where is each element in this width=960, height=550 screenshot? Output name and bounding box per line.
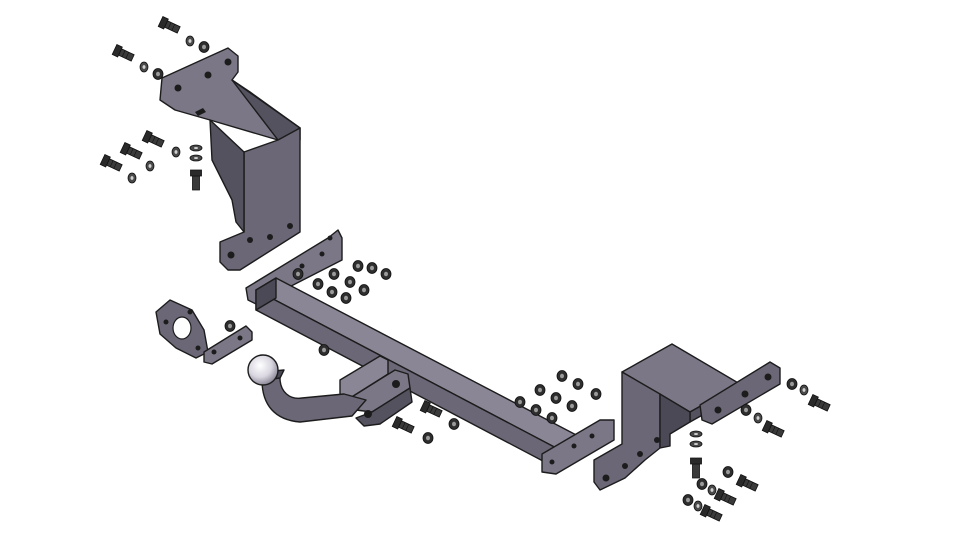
washer-icon: [189, 154, 203, 162]
washer-icon: [753, 412, 763, 424]
bolt-icon: [761, 420, 786, 440]
nut-icon: [198, 41, 210, 53]
nut-icon: [352, 260, 364, 272]
nut-icon: [380, 268, 392, 280]
nut-icon: [422, 432, 434, 444]
bolt-icon: [391, 416, 416, 436]
nut-icon: [312, 278, 324, 290]
nut-icon: [292, 268, 304, 280]
nut-icon: [556, 370, 568, 382]
washer-icon: [689, 440, 703, 448]
bolt-icon: [99, 154, 124, 174]
nut-icon: [740, 404, 752, 416]
nut-icon: [590, 388, 602, 400]
nut-icon: [530, 404, 542, 416]
tow-ball-arm: [247, 354, 367, 423]
nut-icon: [534, 384, 546, 396]
tow-ball: [247, 354, 279, 386]
left-side-bracket: [159, 47, 301, 271]
nut-icon: [448, 418, 460, 430]
washer-icon: [693, 500, 703, 512]
nut-icon: [722, 466, 734, 478]
nut-icon: [546, 412, 558, 424]
main-crossbeam: [245, 229, 615, 475]
bolt-icon: [807, 394, 832, 414]
nut-icon: [514, 396, 526, 408]
bolt-icon: [157, 16, 182, 36]
nut-icon: [152, 68, 164, 80]
bolt-icon: [699, 504, 724, 524]
right-side-bracket: [593, 343, 781, 491]
bolt-icon: [119, 142, 144, 162]
bolt-icon: [190, 169, 202, 191]
washer-icon: [171, 146, 181, 158]
washer-icon: [127, 172, 137, 184]
washer-icon: [707, 484, 717, 496]
bolt-icon: [713, 488, 738, 508]
washer-icon: [139, 61, 149, 73]
nut-icon: [572, 378, 584, 390]
nut-icon: [340, 292, 352, 304]
washer-icon: [689, 430, 703, 438]
washer-icon: [799, 384, 809, 396]
nut-icon: [682, 494, 694, 506]
nut-icon: [566, 400, 578, 412]
bolt-icon: [690, 457, 702, 479]
socket-bracket: [155, 299, 330, 365]
bolt-icon: [735, 474, 760, 494]
bolt-icon: [141, 130, 166, 150]
nut-icon: [318, 344, 330, 356]
nut-icon: [550, 392, 562, 404]
nut-icon: [786, 378, 798, 390]
washer-icon: [145, 160, 155, 172]
nut-icon: [224, 320, 236, 332]
washer-icon: [189, 144, 203, 152]
nut-icon: [366, 262, 378, 274]
washer-icon: [185, 35, 195, 47]
nut-icon: [344, 276, 356, 288]
nut-icon: [326, 286, 338, 298]
nut-icon: [696, 478, 708, 490]
nut-icon: [358, 284, 370, 296]
bolt-icon: [111, 44, 136, 64]
nut-icon: [328, 268, 340, 280]
